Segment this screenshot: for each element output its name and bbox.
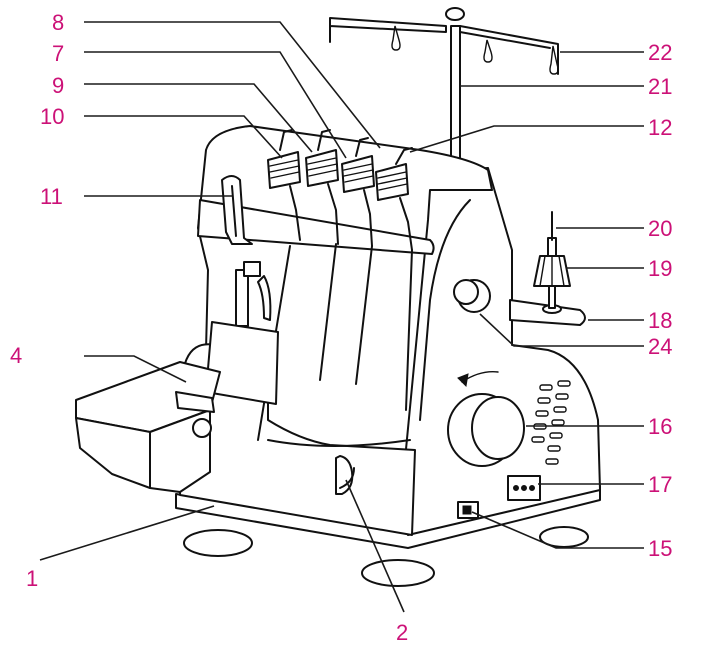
power-switch-rocker [462, 505, 472, 515]
leader-2 [345, 479, 405, 613]
part-label-2: 2 [396, 620, 408, 645]
extension-table-front [75, 417, 151, 489]
upper-looper-edge [231, 185, 237, 237]
part-label-8: 8 [52, 10, 64, 35]
leader-15 [471, 511, 644, 549]
vent-slots [531, 380, 571, 465]
part-label-10: 10 [40, 104, 64, 129]
leader-1 [39, 505, 215, 561]
part-label-12: 12 [648, 115, 672, 140]
upper-looper-cover [221, 175, 253, 245]
extension-table [75, 361, 221, 493]
foot-right [539, 526, 589, 548]
thread-stand-top [445, 7, 465, 21]
thread-stand-pole [450, 25, 461, 165]
part-labels: 8 7 9 10 11 4 1 2 22 21 12 20 19 18 24 1… [10, 10, 672, 645]
part-label-17: 17 [648, 472, 672, 497]
leader-lines [39, 21, 644, 613]
adjust-knob-face [453, 279, 479, 305]
thread-guide-loop-1 [391, 25, 401, 51]
leader-24 [479, 313, 644, 347]
spool-holder [509, 211, 586, 326]
part-label-21: 21 [648, 74, 672, 99]
leader-10 [84, 115, 283, 159]
tension-dials [267, 129, 413, 251]
spool-cone-ribs [539, 255, 565, 287]
machine-base [175, 485, 601, 587]
thread-guide-loop-2 [483, 39, 493, 63]
housing-edge [419, 199, 471, 421]
leader-12 [409, 125, 644, 153]
tension-panel-ledge [197, 199, 435, 255]
leader-7 [84, 51, 347, 159]
leader-9 [84, 83, 313, 153]
tension-dial-3 [341, 137, 375, 247]
thumb-screw [192, 418, 212, 438]
part-label-24: 24 [648, 334, 672, 359]
thread-guide-loop-3 [549, 45, 559, 75]
part-label-4: 4 [10, 343, 22, 368]
thread-guide-arm-left [329, 17, 447, 43]
part-label-15: 15 [648, 536, 672, 561]
part-label-20: 20 [648, 216, 672, 241]
part-label-18: 18 [648, 308, 672, 333]
needle-clamp [243, 261, 261, 277]
leader-4 [84, 355, 187, 383]
handwheel-arrow-head [457, 373, 469, 388]
thread-stand [329, 7, 559, 165]
part-label-1: 1 [26, 566, 38, 591]
tension-dial-1 [267, 129, 301, 241]
part-label-22: 22 [648, 40, 672, 65]
handwheel [471, 396, 525, 460]
leader-8 [84, 21, 381, 149]
foot-center [361, 559, 435, 587]
body-line-4 [405, 249, 413, 411]
presser-bar [235, 269, 249, 327]
part-label-19: 19 [648, 256, 672, 281]
right-housing-body [403, 167, 601, 536]
part-label-11: 11 [40, 184, 63, 209]
handle-grip [339, 467, 355, 489]
part-label-9: 9 [52, 73, 64, 98]
body-line-2 [319, 243, 337, 381]
part-label-7: 7 [52, 41, 64, 66]
needle-plate [175, 391, 215, 413]
part-label-16: 16 [648, 414, 672, 439]
front-panel [205, 321, 279, 405]
foot-left [183, 529, 253, 557]
presser-lever [257, 275, 272, 321]
spool-stem [548, 285, 556, 309]
tension-dial-2 [305, 129, 339, 245]
thread-guide-arm-right [459, 25, 559, 75]
body-line-3 [355, 245, 373, 385]
right-housing [403, 167, 601, 536]
tension-dial-4 [375, 147, 413, 251]
front-cover-seam [267, 439, 411, 447]
